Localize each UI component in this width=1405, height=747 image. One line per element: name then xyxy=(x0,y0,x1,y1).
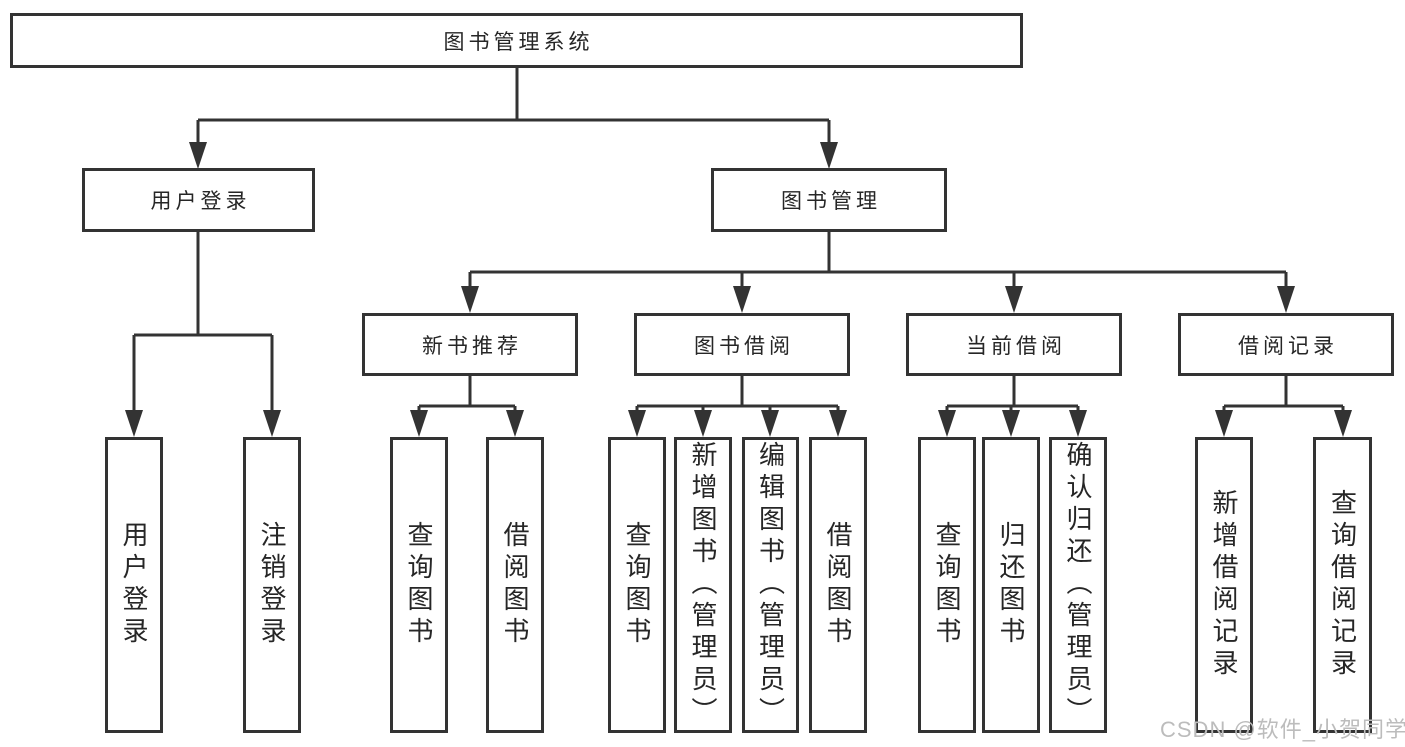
node-borrow-records-label: 借阅记录 xyxy=(1238,334,1338,358)
leaf-user-login: 用户登录 xyxy=(105,437,163,733)
node-new-book-recommend-label: 新书推荐 xyxy=(422,334,522,358)
node-current-borrow: 当前借阅 xyxy=(906,313,1122,376)
leaf-confirm-return-admin: 确认归还（管理员） xyxy=(1049,437,1107,733)
leaf-label: 归还图书 xyxy=(996,521,1026,649)
node-borrow-records: 借阅记录 xyxy=(1178,313,1394,376)
leaf-query-borrow-record: 查询借阅记录 xyxy=(1313,437,1372,733)
leaf-add-borrow-record: 新增借阅记录 xyxy=(1195,437,1253,733)
leaf-borrow-books-1: 借阅图书 xyxy=(486,437,544,733)
leaf-edit-books-admin: 编辑图书（管理员） xyxy=(742,437,799,733)
leaf-label: 查询图书 xyxy=(622,521,652,649)
branch-book-borrow xyxy=(628,376,847,437)
node-root-label: 图书管理系统 xyxy=(443,30,594,54)
branch-user-login xyxy=(125,232,281,437)
branch-current-borrow xyxy=(938,376,1087,437)
branch-book-management xyxy=(461,232,1295,313)
node-book-borrow-label: 图书借阅 xyxy=(694,334,794,358)
leaf-return-books: 归还图书 xyxy=(982,437,1040,733)
leaf-query-books-2: 查询图书 xyxy=(608,437,666,733)
leaf-add-books-admin: 新增图书（管理员） xyxy=(674,437,732,733)
node-new-book-recommend: 新书推荐 xyxy=(362,313,578,376)
leaf-borrow-books-2: 借阅图书 xyxy=(809,437,867,733)
node-root: 图书管理系统 xyxy=(10,13,1023,68)
leaf-query-books-3: 查询图书 xyxy=(918,437,976,733)
leaf-label: 注销登录 xyxy=(257,521,287,649)
leaf-query-books-1: 查询图书 xyxy=(390,437,448,733)
node-book-borrow: 图书借阅 xyxy=(634,313,850,376)
leaf-logout: 注销登录 xyxy=(243,437,301,733)
node-current-borrow-label: 当前借阅 xyxy=(966,334,1066,358)
leaf-label: 查询图书 xyxy=(404,521,434,649)
branch-borrow-records xyxy=(1215,376,1352,437)
leaf-label: 查询图书 xyxy=(932,521,962,649)
leaf-label: 借阅图书 xyxy=(500,521,530,649)
leaf-label: 借阅图书 xyxy=(823,521,853,649)
leaf-label: 编辑图书（管理员） xyxy=(755,441,786,729)
branch-root xyxy=(189,68,838,169)
node-user-login-label: 用户登录 xyxy=(150,190,251,213)
node-book-management-label: 图书管理 xyxy=(781,190,881,213)
leaf-label: 新增借阅记录 xyxy=(1209,489,1239,681)
leaf-label: 确认归还（管理员） xyxy=(1063,441,1093,729)
branch-new-book-recommend xyxy=(410,376,524,437)
csdn-watermark: CSDN @软件_小贺同学 xyxy=(1160,717,1405,742)
leaf-label: 新增图书（管理员） xyxy=(688,441,718,729)
leaf-label: 用户登录 xyxy=(119,521,149,649)
leaf-label: 查询借阅记录 xyxy=(1327,489,1358,681)
node-user-login: 用户登录 xyxy=(82,168,315,232)
node-book-management: 图书管理 xyxy=(711,168,947,232)
